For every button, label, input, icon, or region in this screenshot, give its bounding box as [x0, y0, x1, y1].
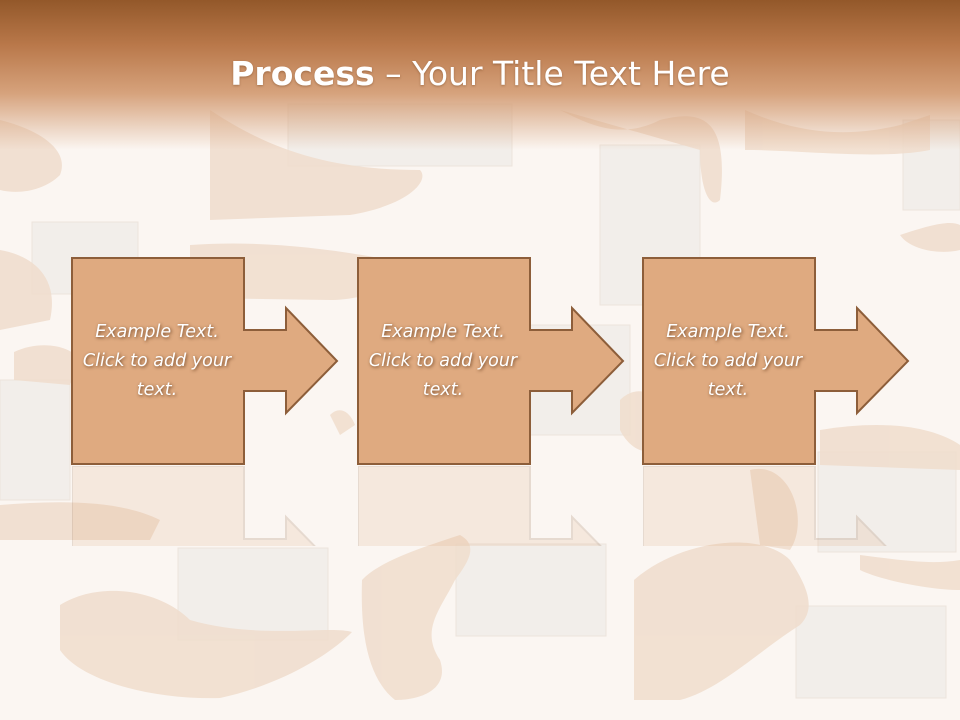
slide-title[interactable]: Process – Your Title Text Here: [0, 52, 960, 96]
process-step-3[interactable]: Example Text. Click to add your text.: [642, 257, 910, 465]
step-2-reflection: [358, 466, 624, 546]
slide-title-bold: Process: [230, 54, 375, 93]
step-arrow-shape: [642, 257, 910, 465]
step-2-text: Example Text. Click to add your text.: [368, 321, 518, 400]
step-1-reflection: [72, 466, 338, 546]
step-3-text: Example Text. Click to add your text.: [653, 321, 803, 400]
step-arrow-shape: [71, 257, 339, 465]
step-1-text: Example Text. Click to add your text.: [82, 321, 232, 400]
process-step-2[interactable]: Example Text. Click to add your text.: [357, 257, 625, 465]
title-banner: [0, 0, 960, 150]
slide-title-rest: – Your Title Text Here: [374, 54, 730, 93]
step-3-reflection: [643, 466, 909, 546]
step-arrow-shape: [357, 257, 625, 465]
process-step-1[interactable]: Example Text. Click to add your text.: [71, 257, 339, 465]
